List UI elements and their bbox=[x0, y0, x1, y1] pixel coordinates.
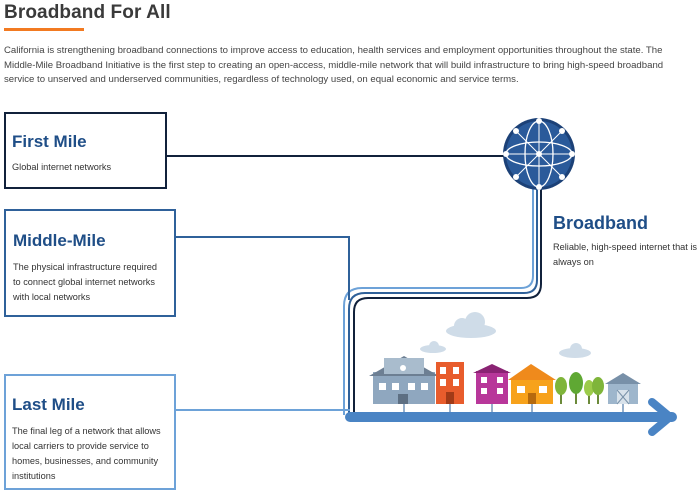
first-mile-card: First Mile Global internet networks bbox=[4, 112, 167, 189]
last-mile-card: Last Mile The final leg of a network tha… bbox=[4, 374, 176, 490]
first-mile-title: First Mile bbox=[12, 132, 87, 151]
tree-icon bbox=[555, 377, 567, 404]
title-underline bbox=[4, 28, 84, 31]
globe-icon bbox=[503, 118, 575, 190]
tree-icon bbox=[592, 377, 604, 404]
middle-mile-card: Middle-Mile The physical infrastructure … bbox=[4, 209, 176, 317]
cloud-icon bbox=[446, 312, 496, 338]
last-mile-title: Last Mile bbox=[12, 395, 85, 414]
broadband-pipe bbox=[343, 178, 542, 415]
arrow-icon bbox=[345, 398, 677, 436]
middle-mile-description: The physical infrastructure required to … bbox=[13, 262, 158, 302]
house-icon bbox=[436, 362, 464, 404]
broadband-description: Reliable, high-speed internet that is al… bbox=[553, 242, 698, 267]
first-mile-description: Global internet networks bbox=[12, 162, 112, 172]
intro-paragraph: California is strengthening broadband co… bbox=[4, 45, 664, 85]
tree-icon bbox=[569, 372, 583, 404]
barn-icon bbox=[605, 373, 641, 405]
page-title: Broadband For All bbox=[4, 2, 171, 23]
cloud-icon bbox=[420, 341, 446, 353]
middle-mile-line bbox=[176, 236, 350, 300]
house-icon bbox=[508, 364, 556, 404]
middle-mile-title: Middle-Mile bbox=[13, 231, 106, 250]
house-icon bbox=[369, 356, 439, 404]
house-icon bbox=[473, 364, 511, 404]
last-mile-description: The final leg of a network that allows l… bbox=[12, 426, 161, 481]
tree-icon bbox=[584, 380, 594, 404]
cloud-icon bbox=[559, 343, 591, 358]
broadband-title: Broadband bbox=[553, 213, 649, 233]
